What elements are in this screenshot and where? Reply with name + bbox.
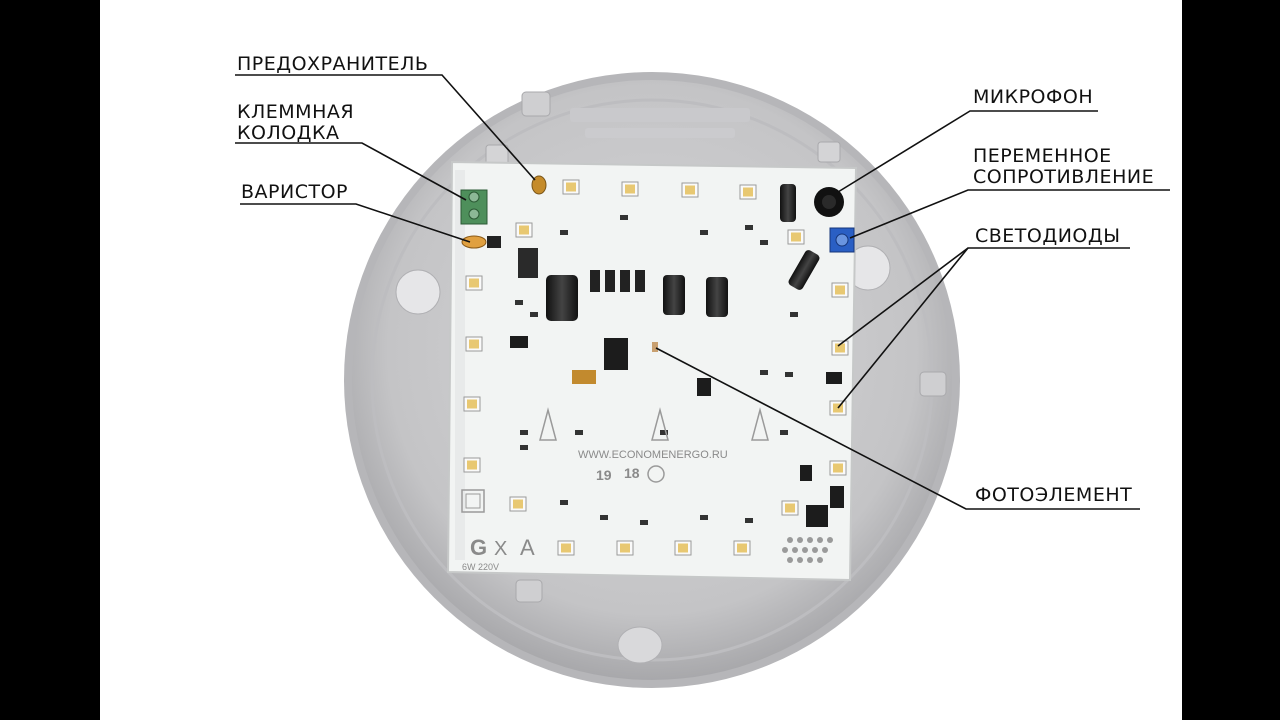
led-10: [463, 457, 481, 473]
label-leds: СВЕТОДИОДЫ: [975, 225, 1121, 247]
label-fuse: ПРЕДОХРАНИТЕЛЬ: [237, 53, 429, 75]
led-5: [787, 229, 805, 245]
svg-text:G: G: [470, 535, 487, 560]
leader-variable-resistor: [849, 189, 1170, 239]
capacitor-4: [780, 184, 796, 222]
capacitor-2: [663, 275, 685, 315]
led-14: [674, 540, 692, 556]
board-website: WWW.ECONOMENERGO.RU: [578, 449, 728, 461]
label-terminal-line1: КЛЕММНАЯ: [237, 101, 355, 123]
label-resistor-line2: СОПРОТИВЛЕНИЕ: [973, 166, 1155, 188]
led-4: [739, 184, 757, 200]
leader-terminal: [235, 142, 467, 201]
led-9: [463, 396, 481, 412]
leader-photocell: [655, 347, 1140, 510]
led-1: [562, 179, 580, 195]
led-15: [733, 540, 751, 556]
led-2: [621, 181, 639, 197]
led-17: [829, 460, 847, 476]
led-6: [515, 222, 533, 238]
led-13: [616, 540, 634, 556]
board-mark-19: 19: [596, 467, 612, 483]
leader-microphone: [837, 110, 1098, 193]
photocell-component: [652, 342, 658, 352]
capacitor-1: [546, 275, 578, 321]
led-11: [509, 496, 527, 512]
svg-text:A: A: [520, 535, 535, 560]
led-8: [465, 336, 483, 352]
board-mark-18: 18: [624, 465, 640, 481]
led-19: [831, 340, 849, 356]
svg-text:X: X: [494, 538, 507, 560]
leader-leds-2: [837, 247, 969, 409]
label-variable-resistor: ПЕРЕМЕННОЕ СОПРОТИВЛЕНИЕ: [973, 146, 1154, 188]
led-20: [831, 282, 849, 298]
board-rating: 6W 220V: [462, 562, 499, 572]
leader-lines: [235, 74, 1170, 510]
label-varistor: ВАРИСТОР: [241, 181, 348, 203]
capacitor-5: [788, 250, 820, 290]
pcb: G X A WWW.ECONOMENERGO.RU 6W 220V 19 18: [446, 160, 858, 582]
led-group: [463, 179, 849, 556]
varistor-component: [461, 235, 487, 249]
label-photocell: ФОТОЭЛЕМЕНТ: [975, 484, 1133, 506]
led-16: [781, 500, 799, 516]
led-7: [465, 275, 483, 291]
capacitor-3: [706, 277, 728, 317]
label-terminal-line2: КОЛОДКА: [237, 122, 340, 144]
label-terminal-block: КЛЕММНАЯ КОЛОДКА: [237, 102, 354, 144]
label-resistor-line1: ПЕРЕМЕННОЕ: [973, 145, 1112, 167]
leader-fuse: [235, 74, 536, 181]
label-microphone: МИКРОФОН: [973, 86, 1094, 108]
fuse-component: [531, 175, 547, 195]
led-12: [557, 540, 575, 556]
leader-varistor: [240, 203, 471, 243]
led-3: [681, 182, 699, 198]
